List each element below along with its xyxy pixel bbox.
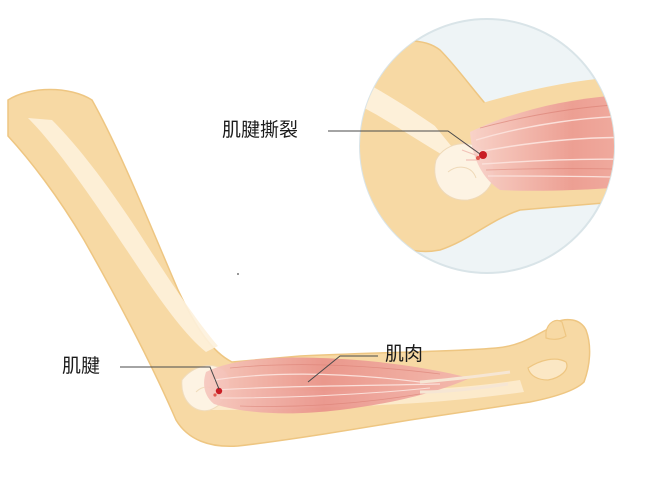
thumb xyxy=(545,319,567,340)
leader-line-tendon xyxy=(120,366,220,390)
forearm-muscle xyxy=(204,357,511,414)
arm-skin xyxy=(7,88,591,448)
leader-line-tendon-tear xyxy=(328,130,481,155)
stray-dot xyxy=(237,273,239,275)
zoom-inset xyxy=(359,18,615,274)
label-tendon-tear: 肌腱撕裂 xyxy=(222,119,299,141)
label-muscle: 肌肉 xyxy=(385,343,424,365)
leader-line-muscle xyxy=(307,355,378,383)
finger-curl xyxy=(527,358,568,381)
leader-lines xyxy=(120,130,481,390)
humerus-highlight xyxy=(28,118,218,352)
tear-mark-main xyxy=(213,387,223,397)
label-tendon: 肌腱 xyxy=(62,355,101,377)
